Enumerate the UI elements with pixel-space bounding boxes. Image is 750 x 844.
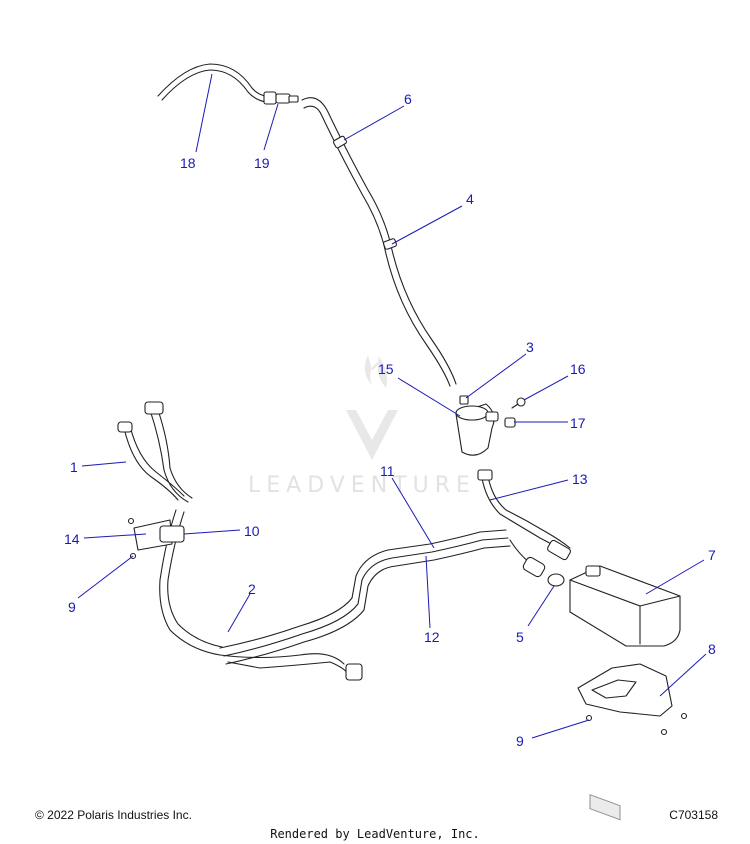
callout-1: 1 [70, 459, 78, 475]
callout-19: 19 [254, 155, 270, 171]
screw [680, 712, 688, 720]
callout-2: 2 [248, 581, 256, 597]
callout-9-left: 9 [68, 599, 76, 615]
vent-hose-canister [477, 469, 571, 561]
fuel-lines [219, 529, 511, 681]
callout-18: 18 [180, 155, 196, 171]
callout-5: 5 [516, 629, 524, 645]
callout-12: 12 [424, 629, 440, 645]
callout-16: 16 [570, 361, 586, 377]
check-valve [159, 525, 185, 543]
watermark-text: LEADVENTURE [248, 473, 476, 498]
purge-valve [455, 395, 499, 456]
callout-labels: 18 19 6 4 3 15 16 17 1 11 13 14 10 7 9 2… [64, 91, 716, 749]
clip [504, 417, 516, 428]
callout-8: 8 [708, 641, 716, 657]
leadventure-watermark: LEADVENTURE [248, 355, 476, 498]
callout-10: 10 [244, 523, 260, 539]
fitting [275, 93, 299, 104]
callout-15: 15 [378, 361, 394, 377]
hose-clamp [383, 238, 397, 250]
callout-3: 3 [526, 339, 534, 355]
callout-13: 13 [572, 471, 588, 487]
callout-4: 4 [466, 191, 474, 207]
callout-17: 17 [570, 415, 586, 431]
callout-14: 14 [64, 531, 80, 547]
callout-7: 7 [708, 547, 716, 563]
canister-bracket [577, 663, 688, 736]
rendered-by-text: Rendered by LeadVenture, Inc. [270, 827, 480, 841]
hose-clamp-section [509, 539, 565, 587]
vent-hose-long [301, 97, 457, 387]
callout-9-right: 9 [516, 733, 524, 749]
hose-clamp [547, 573, 565, 587]
callout-6: 6 [404, 91, 412, 107]
vent-hose-upper [157, 63, 277, 105]
callout-11: 11 [380, 463, 395, 479]
screw [585, 714, 593, 722]
screw [660, 728, 668, 736]
watermark-v-icon [346, 410, 398, 460]
diagram-code: C703158 [669, 808, 718, 822]
evap-canister [569, 565, 681, 821]
leader-lines [77, 73, 707, 739]
watermark-flame-icon [364, 355, 387, 388]
screw [127, 517, 135, 525]
screw [511, 397, 526, 409]
copyright-text: © 2022 Polaris Industries Inc. [35, 808, 192, 822]
